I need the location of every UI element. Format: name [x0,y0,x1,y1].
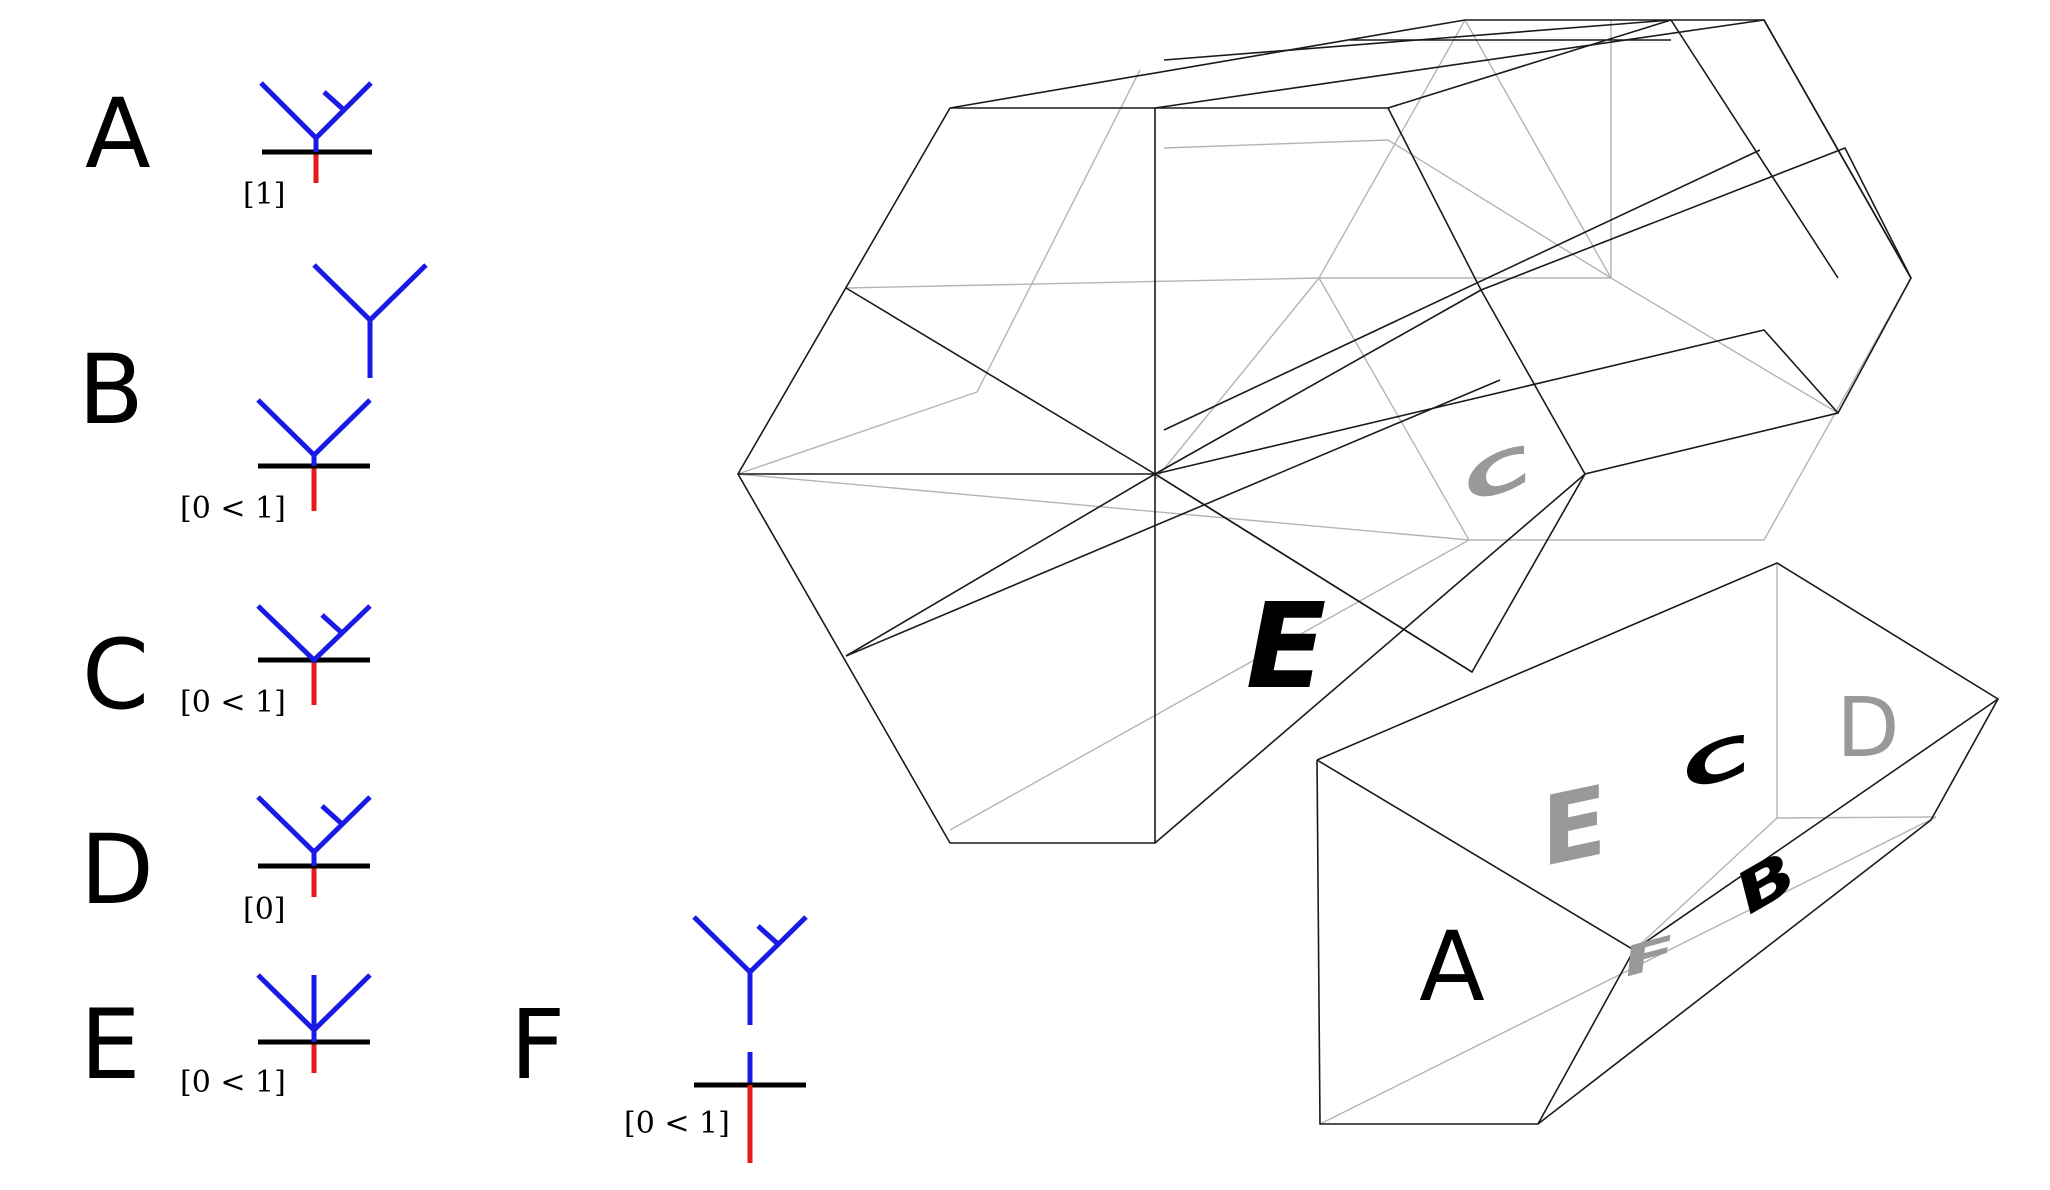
tree-diagram [256,795,372,897]
tree-row-a: A [1] [85,78,373,212]
tree-row-c: C [0 < 1] [82,604,372,731]
tree-diagram [256,604,372,705]
visible-edges [737,19,1912,844]
tree-label: [0 < 1] [180,685,286,720]
large-polytope: E C [737,19,1912,844]
tree-letter: A [85,78,151,190]
small-polytope: A E D C B F [1316,562,2000,1125]
visible-edges [1316,562,2000,1125]
tree-row-b: B [0 < 1] [78,263,428,526]
hidden-edges [737,19,1912,831]
tree-letter: E [80,989,141,1101]
tree-row-f: F [0 < 1] [510,915,808,1163]
face-label-d-hidden: D [1836,681,1899,776]
tree-label: [0 < 1] [624,1106,730,1141]
tree-row-e: E [0 < 1] [80,973,372,1101]
face-label-f-hidden: F [1617,927,1682,986]
face-label-a: A [1419,911,1485,1023]
face-label-e: E [1246,577,1327,715]
tree-letter: D [80,814,154,926]
tree-diagram [259,81,373,183]
face-label-e-hidden: E [1541,763,1607,889]
tree-diagram [692,915,808,1163]
tree-letter: C [82,619,149,731]
face-label-b: B [1724,840,1809,927]
tree-label: [0 < 1] [180,1065,286,1100]
tree-row-d: D [0] [80,795,372,927]
tree-label: [0 < 1] [180,491,286,526]
tree-letter: B [78,334,144,446]
tree-diagram [256,263,428,511]
tree-label: [0] [243,892,286,927]
face-label-c: C [1674,723,1760,803]
tree-letter: F [510,989,565,1101]
tree-label: [1] [243,177,286,212]
tree-diagram [256,973,372,1073]
tree-panel: A [1] B [0 < 1] C [78,78,808,1163]
hidden-edges [1319,563,1937,1125]
face-label-c: C [1455,434,1542,516]
